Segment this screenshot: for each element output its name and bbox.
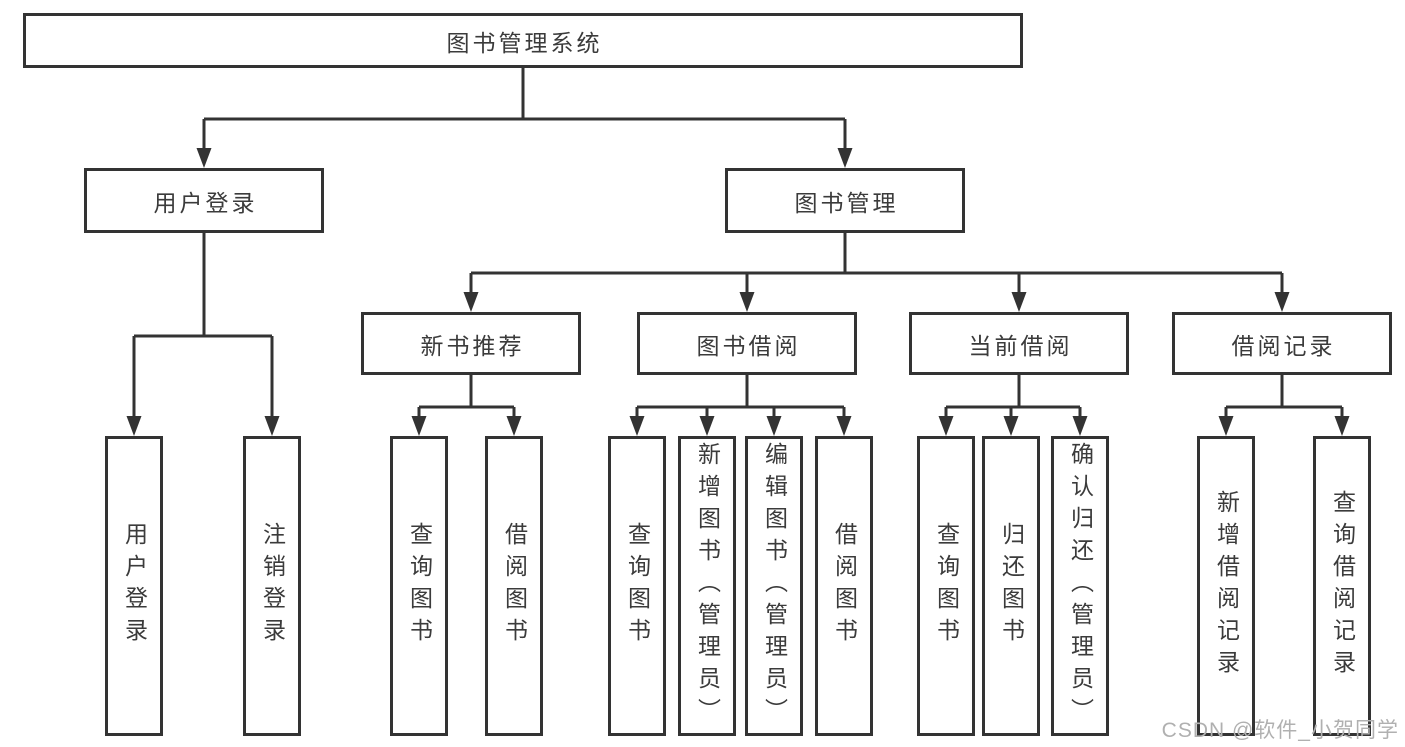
node-book-mgmt: 图书管理 [725, 168, 965, 233]
node-current-borrow-label: 当前借阅 [968, 332, 1073, 359]
leaf-borrow-borrow: 借阅图书 [815, 436, 873, 736]
arrowhead [1072, 416, 1088, 436]
node-root: 图书管理系统 [23, 13, 1023, 68]
node-new-book: 新书推荐 [361, 312, 581, 375]
leaf-user-login-label: 用户登录 [121, 522, 148, 650]
leaf-newbook-borrow: 借阅图书 [485, 436, 543, 736]
arrowhead [463, 292, 479, 312]
leaf-current-query-label: 查询图书 [933, 522, 960, 650]
arrowhead [938, 416, 954, 436]
node-current-borrow: 当前借阅 [909, 312, 1129, 375]
arrowhead [1274, 292, 1290, 312]
arrowhead [836, 416, 852, 436]
leaf-current-confirm: 确认归还（管理员） [1051, 436, 1109, 736]
arrowhead [411, 416, 427, 436]
leaf-record-add-label: 新增借阅记录 [1213, 490, 1240, 682]
node-borrow-record-label: 借阅记录 [1231, 332, 1336, 359]
leaf-current-return: 归还图书 [982, 436, 1040, 736]
node-borrow-record: 借阅记录 [1172, 312, 1392, 375]
arrowhead [196, 148, 212, 168]
leaf-borrow-edit-label: 编辑图书（管理员） [761, 442, 788, 730]
leaf-logout-label: 注销登录 [259, 522, 286, 650]
arrowhead [739, 292, 755, 312]
arrowhead [766, 416, 782, 436]
leaf-borrow-add: 新增图书（管理员） [678, 436, 736, 736]
node-user-login: 用户登录 [84, 168, 324, 233]
leaf-current-return-label: 归还图书 [998, 522, 1025, 650]
leaf-record-query-label: 查询借阅记录 [1329, 490, 1356, 682]
node-book-borrow: 图书借阅 [637, 312, 857, 375]
arrowhead [506, 416, 522, 436]
arrowhead [837, 148, 853, 168]
csdn-watermark: CSDN @软件_小贺同学 [1161, 719, 1399, 742]
leaf-borrow-edit: 编辑图书（管理员） [745, 436, 803, 736]
arrowhead [1011, 292, 1027, 312]
leaf-current-query: 查询图书 [917, 436, 975, 736]
leaf-borrow-borrow-label: 借阅图书 [831, 522, 858, 650]
leaf-user-login: 用户登录 [105, 436, 163, 736]
arrowhead [699, 416, 715, 436]
arrowhead [1218, 416, 1234, 436]
leaf-borrow-query-label: 查询图书 [624, 522, 651, 650]
arrowhead [1003, 416, 1019, 436]
node-book-mgmt-label: 图书管理 [794, 189, 899, 216]
leaf-borrow-add-label: 新增图书（管理员） [694, 442, 721, 730]
node-user-login-label: 用户登录 [153, 189, 258, 216]
leaf-logout: 注销登录 [243, 436, 301, 736]
leaf-newbook-query: 查询图书 [390, 436, 448, 736]
arrowhead [629, 416, 645, 436]
node-book-borrow-label: 图书借阅 [696, 332, 801, 359]
leaf-current-confirm-label: 确认归还（管理员） [1067, 442, 1094, 730]
arrowhead [264, 416, 280, 436]
arrowhead [126, 416, 142, 436]
node-root-label: 图书管理系统 [446, 29, 603, 56]
leaf-newbook-borrow-label: 借阅图书 [501, 522, 528, 650]
arrowhead [1334, 416, 1350, 436]
leaf-record-add: 新增借阅记录 [1197, 436, 1255, 736]
node-new-book-label: 新书推荐 [420, 332, 525, 359]
leaf-newbook-query-label: 查询图书 [406, 522, 433, 650]
leaf-borrow-query: 查询图书 [608, 436, 666, 736]
leaf-record-query: 查询借阅记录 [1313, 436, 1371, 736]
